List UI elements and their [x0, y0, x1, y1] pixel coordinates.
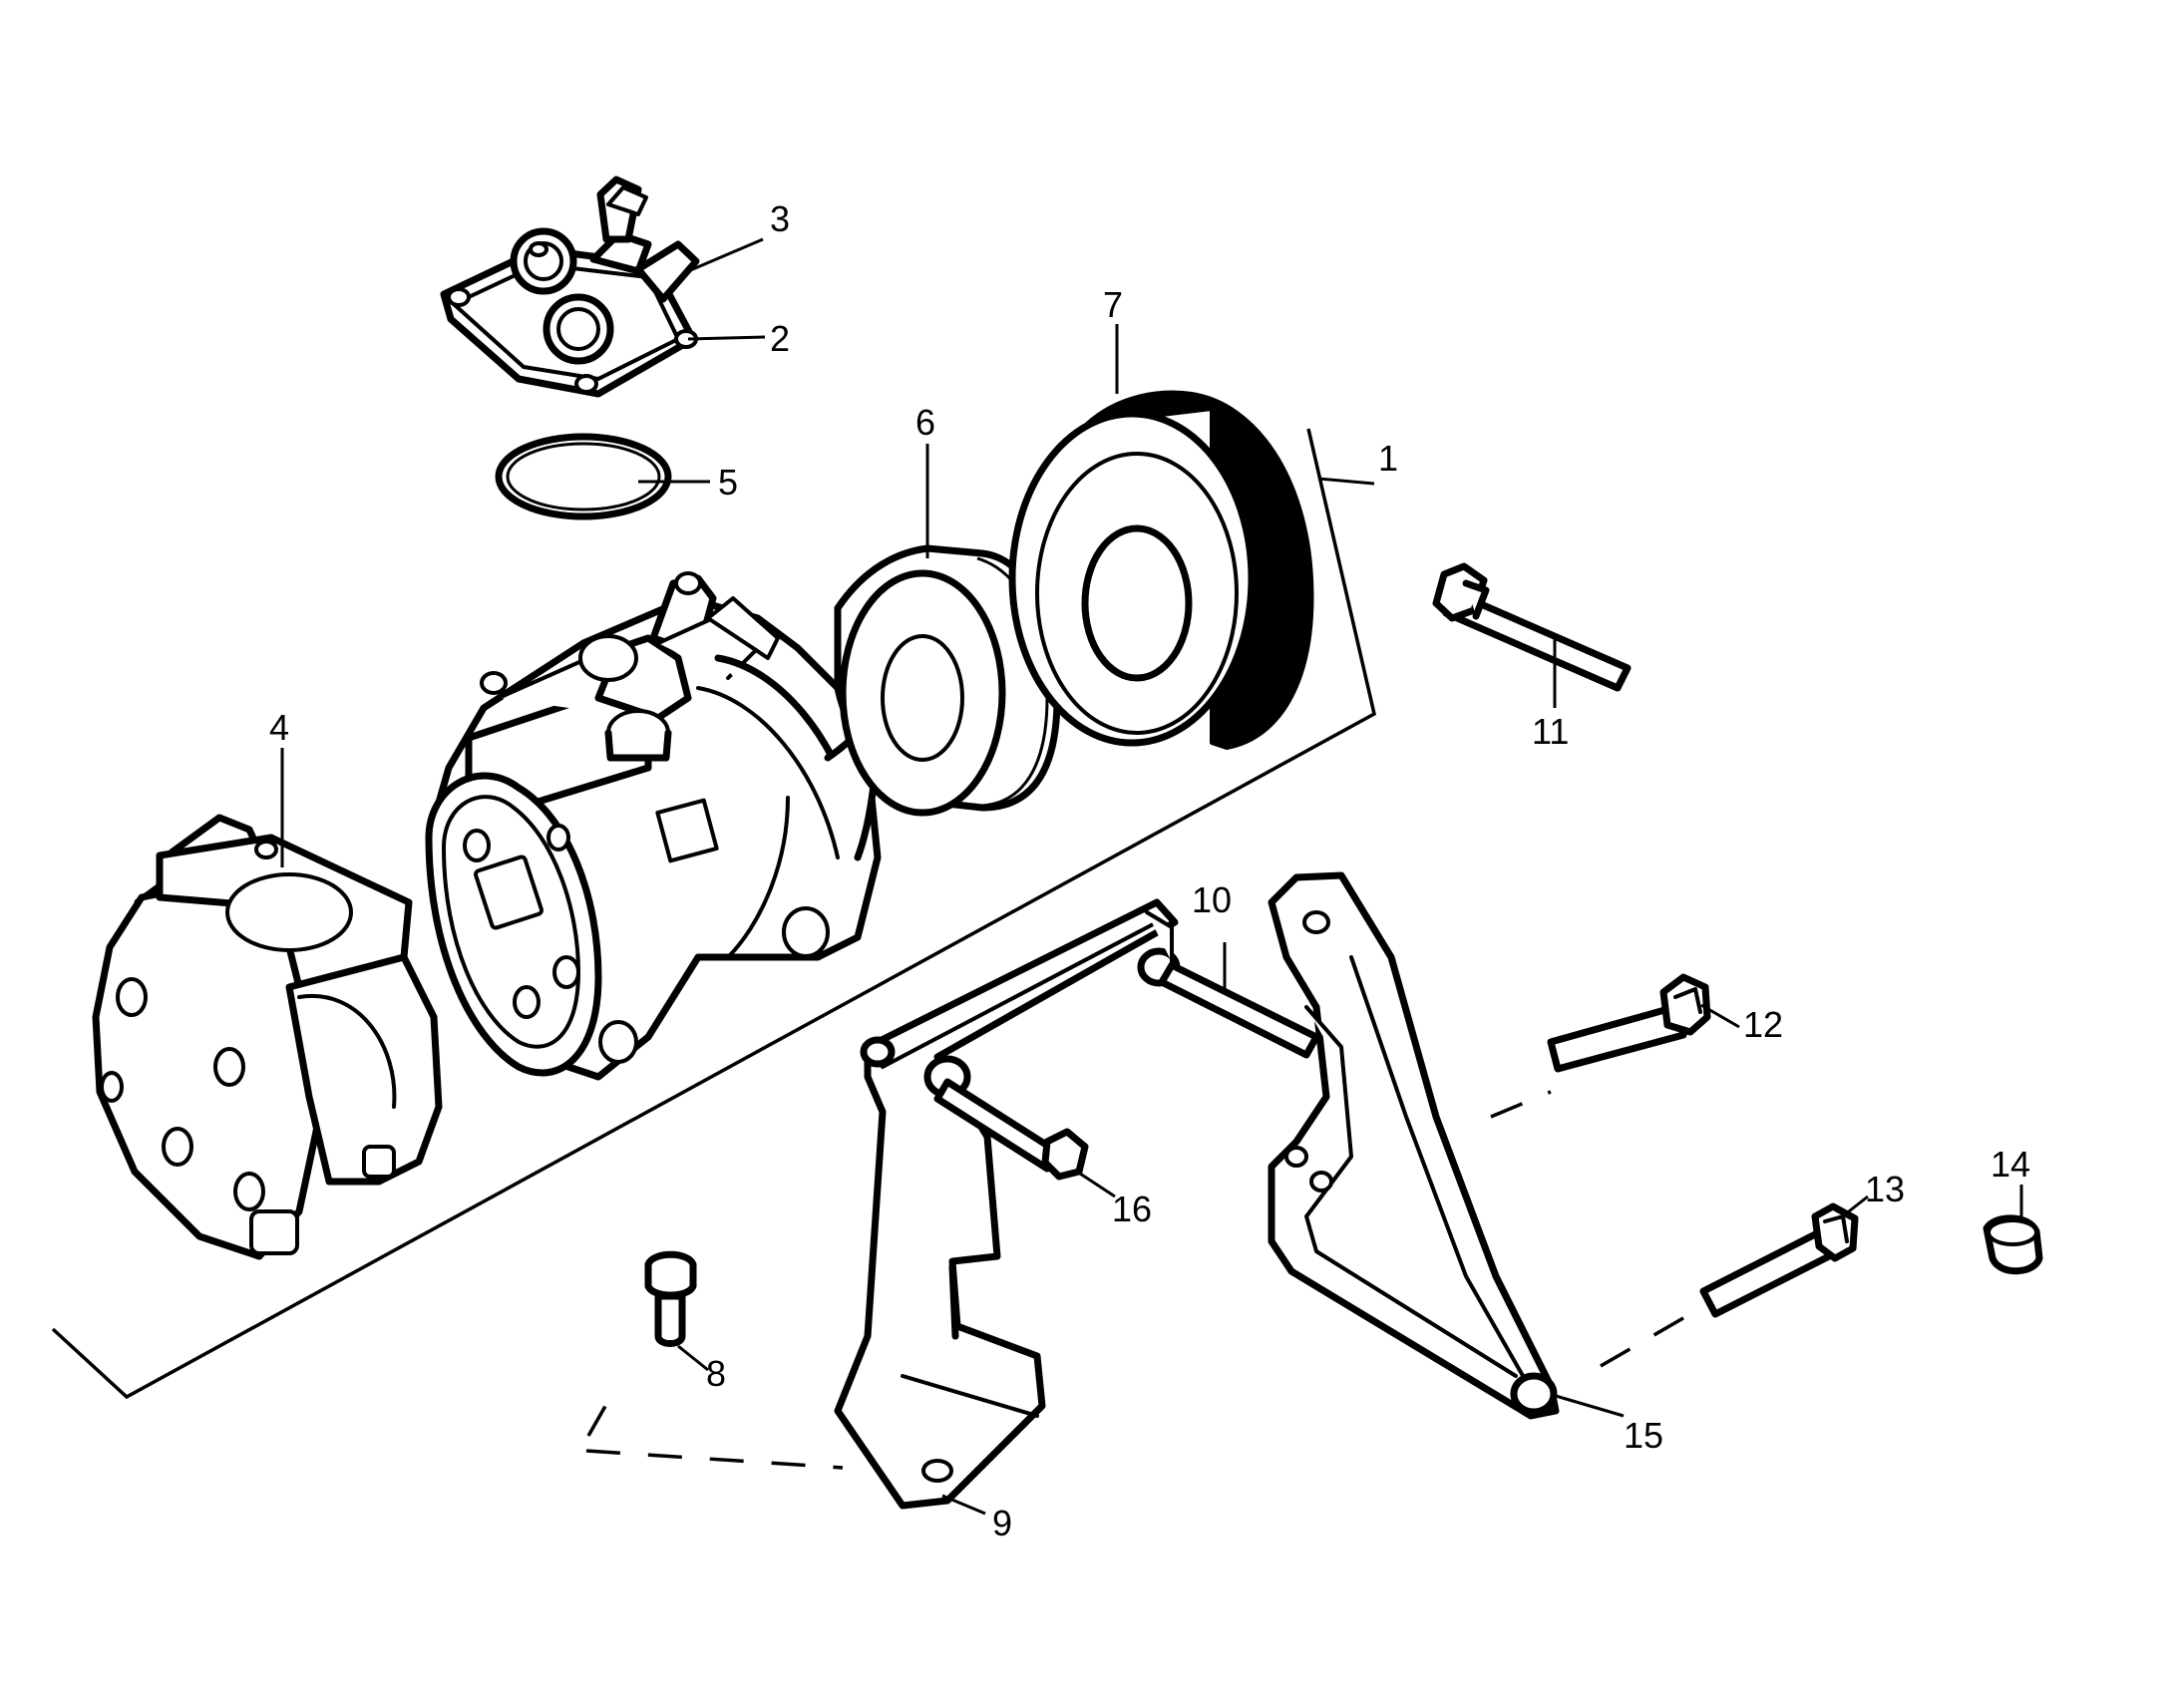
part-bolt-12 [1547, 973, 1711, 1073]
callout-14: 14 [1991, 1144, 2030, 1185]
callout-3: 3 [770, 198, 790, 239]
part-o-ring [495, 433, 672, 520]
part-bolt-11 [1432, 562, 1632, 692]
callout-4: 4 [269, 707, 289, 748]
callout-12: 12 [1743, 1004, 1783, 1045]
part-bolt-8 [644, 1250, 697, 1347]
part-compressor-body [425, 571, 882, 1081]
part-clutch-coil [834, 544, 1061, 817]
part-bolt-13 [1699, 1202, 1859, 1318]
part-rod-10 [1158, 961, 1320, 1059]
part-pulley [1008, 390, 1314, 750]
callout-11: 11 [1532, 711, 1569, 752]
callout-15: 15 [1624, 1415, 1663, 1456]
callout-1: 1 [1378, 438, 1398, 479]
part-bolt-16 [933, 1078, 1089, 1181]
callout-16: 16 [1112, 1189, 1152, 1229]
callout-5: 5 [718, 462, 738, 503]
assembly-bracket-1 [51, 428, 1377, 1400]
callout-7: 7 [1103, 284, 1123, 325]
callout-6: 6 [915, 402, 935, 443]
callout-8: 8 [706, 1353, 726, 1394]
callout-labels: 1 2 3 4 5 6 7 8 9 10 11 12 13 14 15 16 [269, 198, 2030, 1543]
part-rear-housing [92, 814, 443, 1260]
callout-2: 2 [770, 318, 790, 359]
callout-13: 13 [1865, 1169, 1905, 1209]
dashed-guide-lines [585, 1090, 1696, 1470]
callout-9: 9 [992, 1503, 1012, 1543]
part-rear-head [440, 175, 700, 398]
part-nut-14 [1983, 1214, 2043, 1275]
part-bracket-15 [1268, 871, 1560, 1420]
callout-leaders [280, 237, 2023, 1516]
callout-10: 10 [1192, 879, 1232, 920]
